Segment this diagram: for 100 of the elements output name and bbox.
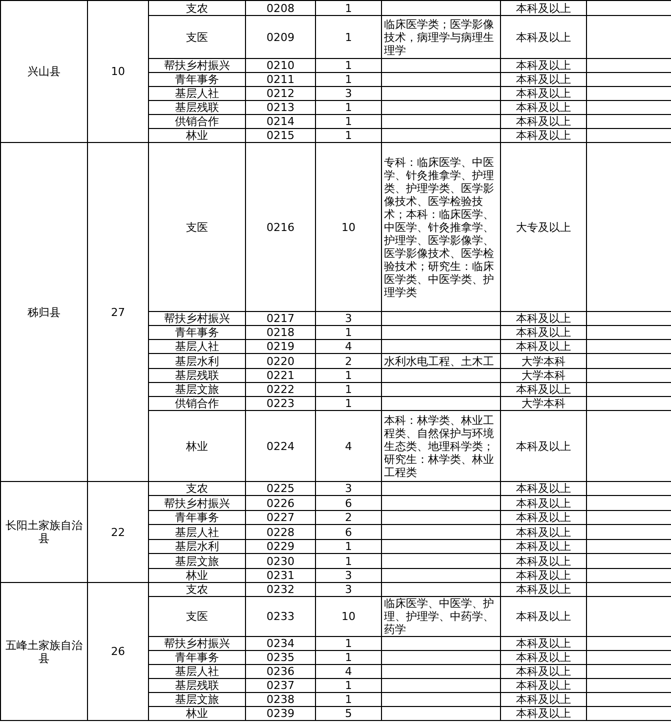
headcount: 1	[345, 74, 352, 86]
headcount: 3	[345, 482, 352, 494]
education-requirement: 本科及以上	[516, 130, 571, 142]
headcount: 3	[345, 584, 352, 596]
education-requirement: 本科及以上	[516, 326, 571, 338]
headcount: 4	[345, 340, 352, 352]
position-name: 基层残联	[175, 102, 219, 114]
education-requirement: 本科及以上	[516, 482, 571, 494]
headcount: 2	[345, 512, 352, 524]
county-name: 五峰土家族自治县	[4, 638, 84, 664]
education-requirement: 本科及以上	[516, 512, 571, 524]
headcount: 3	[345, 312, 352, 324]
headcount: 6	[345, 496, 352, 510]
education-requirement: 本科及以上	[516, 526, 571, 538]
position-code: 0233	[266, 610, 294, 623]
education-requirement: 本科及以上	[516, 680, 571, 692]
headcount: 1	[345, 554, 352, 568]
total-quota: 26	[111, 645, 125, 658]
major-requirement: 水利水电工程、土木工	[384, 354, 494, 368]
education-requirement: 本科及以上	[516, 74, 571, 86]
major-requirement: 临床医学类；医学影像技术，病理学与病理生理学	[384, 18, 495, 56]
headcount: 10	[342, 610, 356, 623]
education-requirement: 大学本科	[522, 354, 566, 368]
headcount: 5	[345, 708, 352, 720]
position-name: 帮扶乡村振兴	[164, 60, 230, 72]
position-code: 0229	[266, 540, 294, 552]
position-code: 0219	[266, 340, 294, 352]
position-name: 林业	[186, 440, 208, 452]
headcount: 1	[345, 102, 352, 114]
position-code: 0236	[266, 666, 294, 678]
education-requirement: 本科及以上	[516, 708, 571, 720]
position-name: 基层残联	[175, 370, 219, 382]
total-quota: 22	[111, 526, 125, 538]
education-requirement: 本科及以上	[516, 666, 571, 678]
position-code: 0224	[266, 440, 294, 452]
headcount: 1	[345, 398, 352, 410]
headcount: 10	[342, 220, 356, 234]
position-name: 支农	[186, 2, 208, 14]
position-name: 青年事务	[175, 512, 219, 524]
position-code: 0230	[266, 554, 294, 568]
position-name: 帮扶乡村振兴	[164, 312, 230, 324]
position-name: 支医	[186, 610, 208, 623]
total-quota: 27	[111, 306, 125, 318]
education-requirement: 本科及以上	[516, 570, 571, 582]
position-code: 0217	[266, 312, 294, 324]
county-name: 秭归县	[28, 306, 60, 318]
education-requirement: 本科及以上	[516, 652, 571, 664]
position-name: 支医	[186, 30, 208, 44]
position-name: 供销合作	[175, 398, 219, 410]
position-name: 帮扶乡村振兴	[164, 496, 230, 510]
major-requirement: 临床医学、中医学、护理、护理学、中药学、药学	[384, 598, 495, 636]
position-name: 支医	[186, 220, 208, 234]
position-code: 0208	[266, 2, 294, 14]
position-name: 林业	[186, 570, 208, 582]
position-code: 0232	[266, 584, 294, 596]
position-name: 支农	[186, 584, 208, 596]
position-code: 0215	[266, 130, 294, 142]
position-name: 基层残联	[175, 680, 219, 692]
position-code: 0223	[266, 398, 294, 410]
position-name: 基层人社	[175, 340, 219, 352]
education-requirement: 本科及以上	[516, 30, 571, 44]
education-requirement: 本科及以上	[516, 102, 571, 114]
position-name: 基层水利	[175, 354, 219, 368]
position-code: 0213	[266, 102, 294, 114]
headcount: 1	[345, 638, 352, 650]
position-name: 基层人社	[175, 526, 219, 538]
county-name: 长阳土家族自治县	[4, 519, 84, 545]
headcount: 1	[345, 384, 352, 396]
headcount: 1	[345, 326, 352, 338]
position-code: 0216	[266, 220, 294, 234]
education-requirement: 大学本科	[522, 398, 566, 410]
headcount: 1	[345, 540, 352, 552]
education-requirement: 本科及以上	[516, 340, 571, 352]
position-code: 0238	[266, 694, 294, 706]
position-name: 青年事务	[175, 652, 219, 664]
position-code: 0211	[266, 74, 294, 86]
headcount: 4	[345, 666, 352, 678]
education-requirement: 本科及以上	[516, 312, 571, 324]
headcount: 1	[345, 116, 352, 128]
education-requirement: 本科及以上	[516, 694, 571, 706]
position-code: 0235	[266, 652, 294, 664]
education-requirement: 本科及以上	[516, 440, 571, 452]
position-name: 基层文旅	[175, 694, 219, 706]
headcount: 1	[345, 2, 352, 14]
position-name: 基层文旅	[175, 554, 219, 568]
education-requirement: 本科及以上	[516, 496, 571, 510]
position-code: 0228	[266, 526, 294, 538]
education-requirement: 本科及以上	[516, 384, 571, 396]
position-name: 基层人社	[175, 666, 219, 678]
headcount: 4	[345, 440, 352, 452]
position-code: 0227	[266, 512, 294, 524]
headcount: 3	[345, 88, 352, 100]
position-code: 0231	[266, 570, 294, 582]
education-requirement: 本科及以上	[516, 540, 571, 552]
position-name: 林业	[186, 708, 208, 720]
position-name: 青年事务	[175, 74, 219, 86]
headcount: 1	[345, 130, 352, 142]
position-code: 0237	[266, 680, 294, 692]
position-code: 0226	[266, 496, 294, 510]
major-requirement: 本科：林学类、林业工程类、自然保护与环境生态类、地理科学类；研究生：林学类、林业工程类	[384, 414, 495, 478]
